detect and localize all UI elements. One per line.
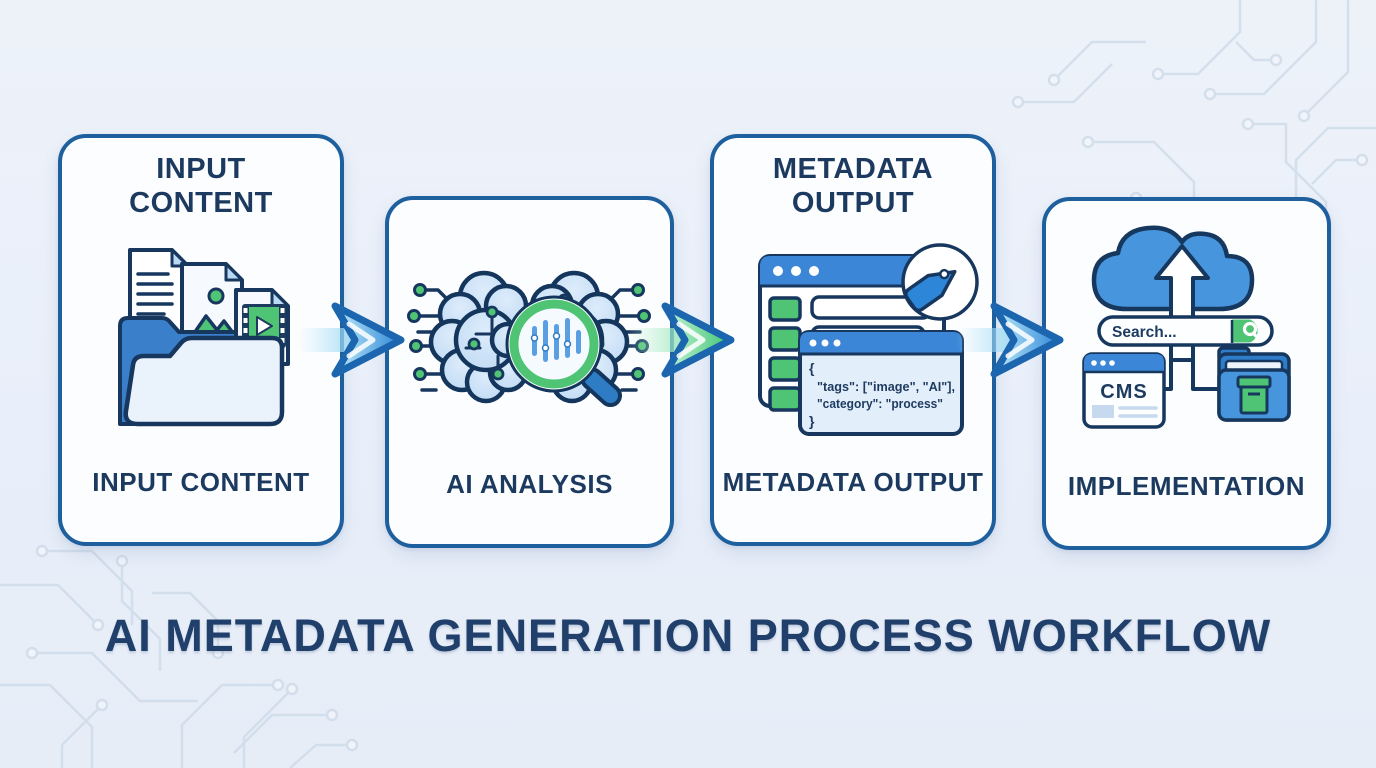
magnifier-icon xyxy=(505,295,623,408)
search-bar: Search... xyxy=(1097,315,1274,347)
code-line-4: } xyxy=(809,413,815,429)
flow-arrow-2 xyxy=(627,302,735,378)
folder-front xyxy=(123,335,285,427)
card-header: METADATA OUTPUT xyxy=(714,152,992,220)
step-card-metadata-output: METADATA OUTPUT xyxy=(710,134,996,546)
card-header-line2: CONTENT xyxy=(129,187,273,219)
folder-archive-icon xyxy=(1217,346,1291,422)
upload-arrow-icon xyxy=(1154,244,1210,362)
card-header-line1: METADATA xyxy=(772,153,934,185)
code-line-3: "category": "process" xyxy=(817,396,943,411)
connector-lines xyxy=(1164,345,1219,391)
cms-window-icon: CMS xyxy=(1082,352,1166,429)
card-label: INPUT CONTENT xyxy=(92,467,310,497)
card-label: METADATA OUTPUT xyxy=(722,467,984,497)
code-line-1: { xyxy=(809,360,815,376)
code-line-2: "tags": ["image", "AI"], xyxy=(817,379,955,394)
ai-analysis-icon xyxy=(407,270,651,408)
metadata-output-icon: { "tags": ["image", "AI"], "category": "… xyxy=(758,243,979,436)
card-header-line2: OUTPUT xyxy=(791,187,915,219)
card-label: AI ANALYSIS xyxy=(446,469,613,499)
circuit-pattern-bottom-left xyxy=(0,544,359,768)
diagram-title: AI METADATA GENERATION PROCESS WORKFLOW xyxy=(104,610,1272,661)
step-card-input-content: INPUT CONTENT xyxy=(58,134,344,546)
magnifier-glyph xyxy=(1242,321,1261,341)
card-header: INPUT CONTENT xyxy=(62,152,340,220)
cloud-upload-icon xyxy=(1091,225,1255,362)
cms-label: CMS xyxy=(1100,381,1147,403)
step-card-implementation: Search... CMS xyxy=(1042,197,1331,550)
card-label: IMPLEMENTATION xyxy=(1067,471,1306,501)
tag-badge-icon xyxy=(901,243,979,321)
input-content-icon xyxy=(118,248,290,427)
card-header-line1: INPUT xyxy=(156,153,246,185)
search-text: Search... xyxy=(1112,324,1177,341)
flow-arrow-3 xyxy=(956,302,1064,378)
archive-box-icon xyxy=(1236,375,1272,415)
implementation-icon: Search... CMS xyxy=(1082,225,1291,429)
code-window-icon: { "tags": ["image", "AI"], "category": "… xyxy=(798,330,964,436)
magnifier-data-bars xyxy=(530,318,581,362)
flow-arrow-1 xyxy=(297,302,405,378)
checklist-squares xyxy=(768,296,802,412)
